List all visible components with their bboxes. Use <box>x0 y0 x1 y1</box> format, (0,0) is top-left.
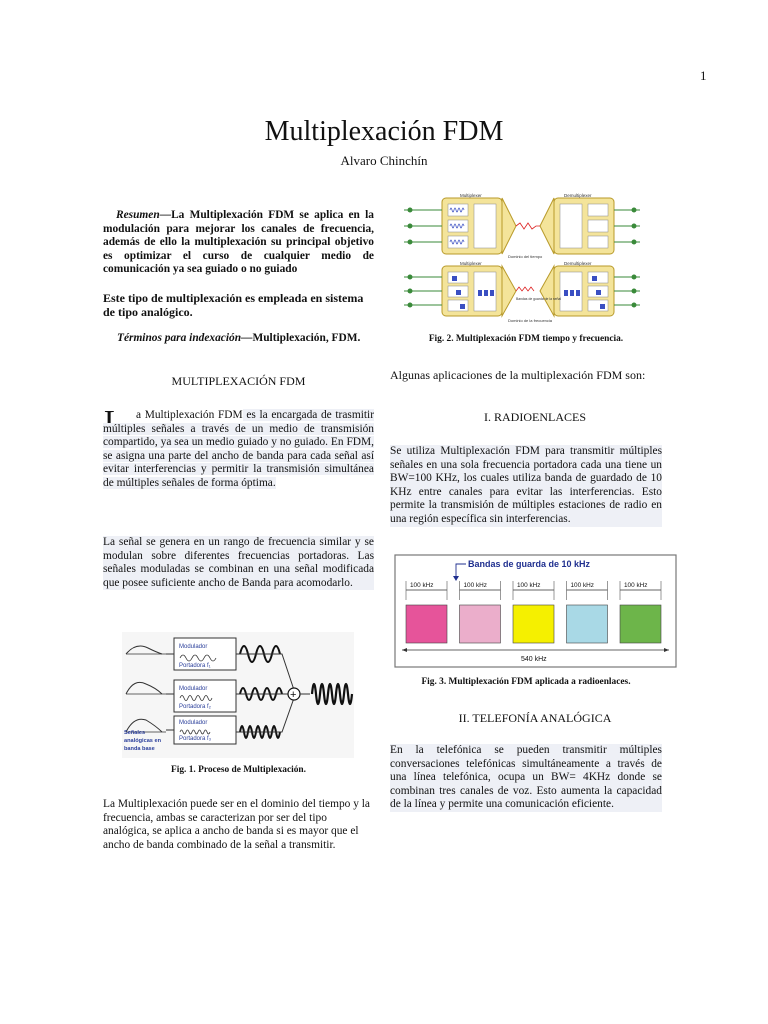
fig1-label-carrier2: Portadora f₂ <box>179 704 212 710</box>
figure-3-caption: Fig. 3. Multiplexación FDM aplicada a ra… <box>421 677 631 687</box>
paragraph-intro-start: a Multiplexación FDM <box>136 409 243 421</box>
fig3-heading: Bandas de guarda de 10 kHz <box>468 559 591 569</box>
paragraph-signal: La señal se genera en un rango de frecue… <box>103 536 374 591</box>
fig3-band-label-4: 100 kHz <box>571 582 594 589</box>
fig3-band-label-3: 100 kHz <box>517 582 540 589</box>
fig1-label-mod2: Modulador <box>179 686 207 692</box>
paper-author: Alvaro Chinchín <box>340 153 428 168</box>
index-terms: Términos para indexación—Multiplexación,… <box>103 332 374 344</box>
figure-2-diagram: Multiplexer Demultiplexer Dominio del ti… <box>404 193 640 323</box>
page-number: 1 <box>700 68 707 83</box>
section-heading-multiplexacion: MULTIPLEXACIÓN FDM <box>171 374 306 388</box>
fig2-demux-bottom: Demultiplexer <box>564 261 592 266</box>
section-heading-radioenlaces: I. RADIOENLACES <box>484 410 586 424</box>
abstract-second: Este tipo de multiplexación es empleada … <box>103 291 364 319</box>
paragraph-telefonia: En la telefónica se pueden transmitir mú… <box>390 744 662 812</box>
fig1-label-mod1: Modulador <box>179 644 207 650</box>
figure-3-radio-bands: Bandas de guarda de 10 kHz 540 kHz 100 k… <box>394 554 677 668</box>
fig3-band-2 <box>459 604 501 644</box>
applications-intro: Algunas aplicaciones de la multiplexació… <box>390 368 646 382</box>
fig1-label-signals: Señales <box>124 730 145 736</box>
paragraph-radioenlaces: Se utiliza Multiplexación FDM para trans… <box>390 445 662 527</box>
fig1-label-carrier1: Portadora f₁ <box>179 663 211 669</box>
abstract-text: —La Multiplexación FDM se aplica en la m… <box>103 209 374 276</box>
fig1-label-analog: analógicas en <box>124 738 162 744</box>
fig3-band-label-2: 100 kHz <box>464 582 487 589</box>
paper-title: Multiplexación FDM <box>264 116 504 147</box>
fig3-band-label-1: 100 kHz <box>410 582 433 589</box>
fig1-label-baseband: banda base <box>124 746 155 752</box>
fig2-mux-bottom: Multiplexer <box>460 261 482 266</box>
fig3-band-5 <box>619 604 662 644</box>
fig3-band-1 <box>405 604 448 644</box>
figure-2-fdm-time-frequency: Multiplexer Demultiplexer Dominio del ti… <box>404 192 644 324</box>
fig1-label-carrier3: Portadora f₃ <box>179 736 212 742</box>
fig2-freq-domain: Dominio de la frecuencia <box>508 318 553 323</box>
fig2-demux-top: Demultiplexer <box>564 193 592 198</box>
abstract-label: Resumen <box>116 209 160 221</box>
fig2-guard-bands: Bandas de guarda de la señal <box>516 297 561 301</box>
figure-1-caption: Fig. 1. Proceso de Multiplexación. <box>171 765 306 775</box>
figure-2-caption: Fig. 2. Multiplexación FDM tiempo y frec… <box>428 334 624 344</box>
index-terms-label: Términos para indexación <box>117 332 242 344</box>
fig3-band-4 <box>566 604 608 644</box>
fig3-band-label-5: 100 kHz <box>624 582 647 589</box>
paragraph-intro: a Multiplexación FDM es la encargada de … <box>103 409 374 491</box>
fig2-time-domain: Dominio del tiempo <box>508 254 543 259</box>
fig1-label-mod3: Modulador <box>179 720 207 726</box>
svg-text:+: + <box>290 689 296 701</box>
figure-1-multiplexing-process: Modulador Portadora f₁ Modulador Portado… <box>122 632 354 758</box>
section-heading-telefonia: II. TELEFONÍA ANALÓGICA <box>458 711 612 725</box>
fig3-bands-group: 100 kHz 100 kHz 100 kHz 100 kHz 100 kHz <box>405 581 662 644</box>
abstract: Resumen—La Multiplexación FDM se aplica … <box>103 209 374 277</box>
paragraph-domains: La Multiplexación puede ser en el domini… <box>103 798 370 851</box>
fig2-mux-top: Multiplexer <box>460 193 482 198</box>
fig3-band-3 <box>512 604 555 644</box>
index-terms-text: —Multiplexación, FDM. <box>241 332 361 344</box>
figure-3-diagram: Bandas de guarda de 10 kHz 540 kHz 100 k… <box>394 554 677 668</box>
fig3-total: 540 kHz <box>521 656 547 663</box>
figure-1-diagram: Modulador Portadora f₁ Modulador Portado… <box>122 632 354 758</box>
